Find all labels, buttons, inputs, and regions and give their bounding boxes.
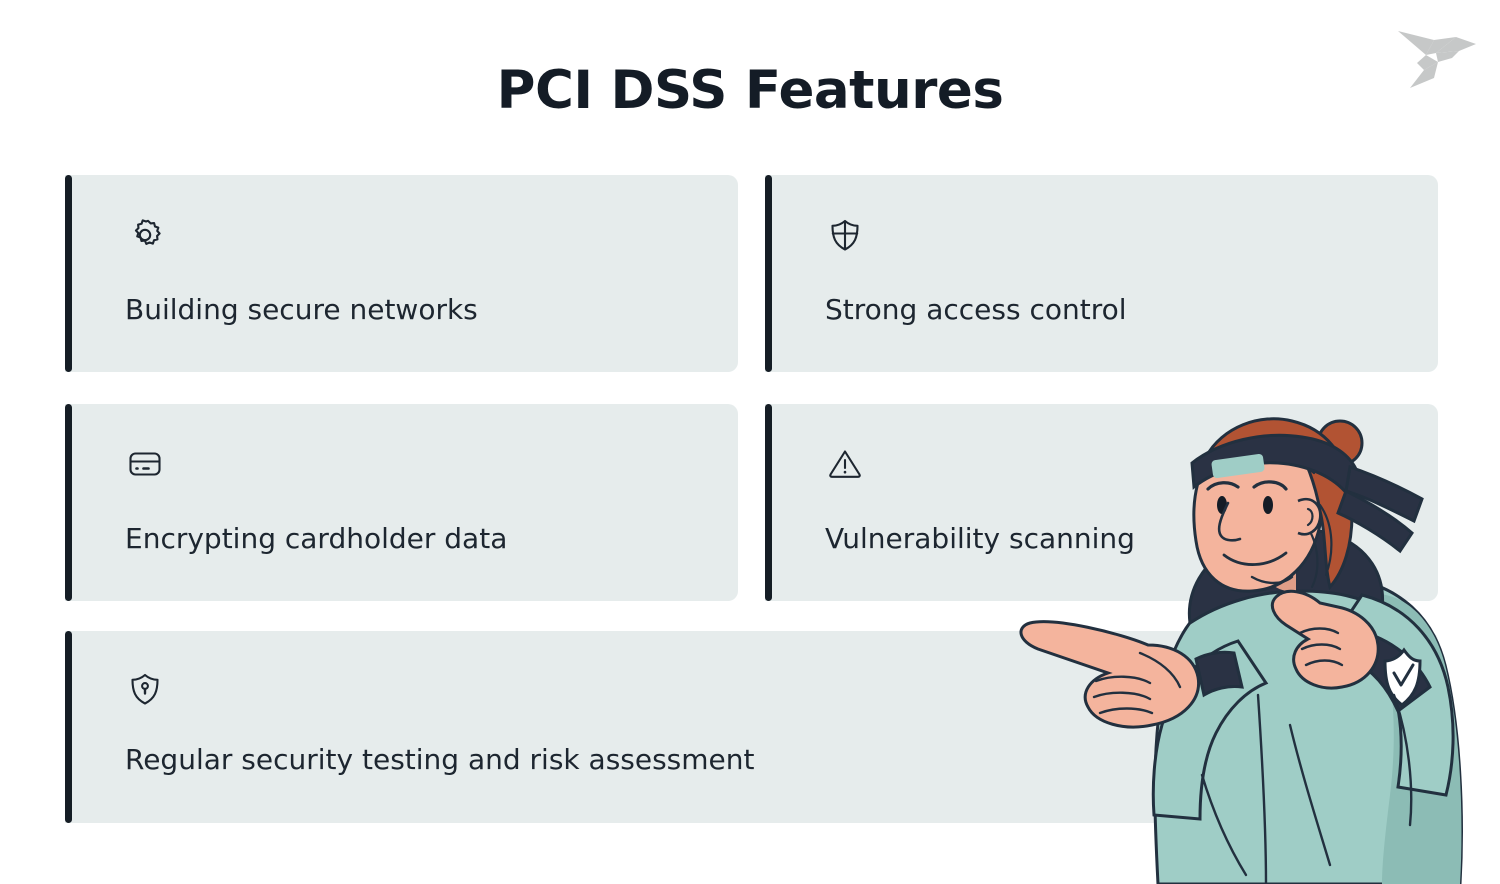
card-accent-bar <box>65 631 72 823</box>
card-label: Strong access control <box>825 293 1127 326</box>
feature-card-strong-access-control[interactable]: Strong access control <box>765 175 1438 372</box>
card-label: Vulnerability scanning <box>825 522 1135 555</box>
card-label: Regular security testing and risk assess… <box>125 743 755 776</box>
card-accent-bar <box>765 175 772 372</box>
card-accent-bar <box>65 404 72 601</box>
feature-card-building-secure-networks[interactable]: Building secure networks <box>65 175 738 372</box>
shield-lock-icon <box>125 669 165 714</box>
credit-card-icon <box>125 444 165 489</box>
card-accent-bar <box>765 404 772 601</box>
feature-card-vulnerability-scanning[interactable]: Vulnerability scanning <box>765 404 1438 601</box>
page-title: PCI DSS Features <box>496 60 1004 121</box>
card-label: Building secure networks <box>125 293 478 326</box>
card-label: Encrypting cardholder data <box>125 522 508 555</box>
feature-card-regular-security-testing[interactable]: Regular security testing and risk assess… <box>65 631 1438 823</box>
warning-triangle-icon <box>825 444 865 489</box>
feature-card-encrypting-cardholder-data[interactable]: Encrypting cardholder data <box>65 404 738 601</box>
origami-bird-logo <box>1386 18 1478 98</box>
gear-icon <box>125 215 165 260</box>
shield-cross-icon <box>825 215 865 260</box>
card-accent-bar <box>65 175 72 372</box>
